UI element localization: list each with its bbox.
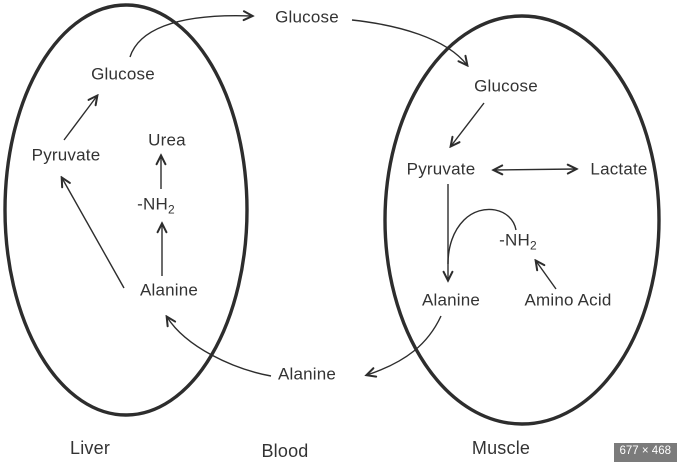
liver-region-label: Liver — [69, 438, 111, 458]
liver-glucose-label: Glucose — [91, 64, 155, 84]
arrow-muscle-glucose-to-pyruvate — [451, 102, 485, 146]
blood-region-label: Blood — [261, 441, 309, 461]
muscle-alanine-label: Alanine — [421, 290, 481, 310]
liver-urea-label: Urea — [148, 130, 186, 150]
arrow-liver-alanine-to-pyruvate — [62, 178, 125, 289]
liver-nh2-label: -NH2 — [137, 194, 175, 217]
muscle-glucose-label: Glucose — [474, 76, 538, 96]
arrow-pyruvate-lactate-bidirectional — [494, 169, 576, 170]
image-size-badge: 677 × 468 — [613, 443, 677, 462]
arrow-blood-alanine-to-liver-alanine — [167, 317, 272, 377]
arrow-liver-pyruvate-to-glucose — [63, 96, 97, 141]
muscle-cell-ellipse — [383, 14, 661, 426]
liver-cell-ellipse — [3, 3, 249, 417]
liver-pyruvate-label: Pyruvate — [31, 145, 101, 165]
muscle-lactate-label: Lactate — [590, 159, 648, 179]
arrow-blood-glucose-to-muscle-glucose — [351, 19, 467, 65]
muscle-nh2-label: -NH2 — [499, 230, 537, 253]
muscle-pyruvate-label: Pyruvate — [406, 159, 476, 179]
muscle-region-label: Muscle — [471, 438, 531, 458]
curve-muscle-nh2-transfer — [447, 208, 517, 265]
liver-alanine-label: Alanine — [139, 280, 199, 300]
blood-alanine-label: Alanine — [277, 364, 337, 384]
arrow-muscle-alanine-to-blood-alanine — [367, 315, 442, 375]
muscle-amino-acid-label: Amino Acid — [524, 290, 612, 310]
arrow-amino-acid-to-nh2 — [536, 261, 557, 290]
muscle-nh2-subscript: 2 — [529, 238, 537, 253]
blood-glucose-label: Glucose — [275, 7, 339, 27]
liver-nh2-subscript: 2 — [167, 202, 175, 217]
arrow-liver-glucose-to-blood-glucose — [129, 16, 252, 58]
